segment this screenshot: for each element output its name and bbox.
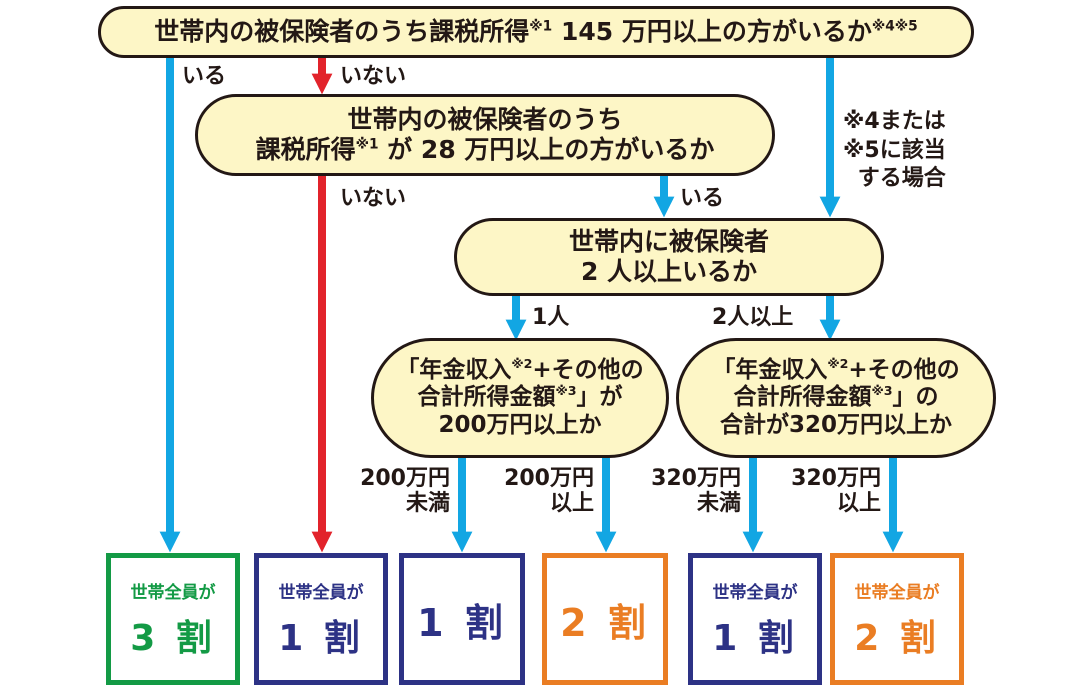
label-over-200: 200万円 以上 bbox=[500, 466, 594, 517]
result-box-1: 世帯全員が 3 割 bbox=[106, 553, 240, 685]
result-box-2: 世帯全員が 1 割 bbox=[254, 553, 388, 685]
q4-note-2: ※3 bbox=[555, 383, 577, 399]
q1-note-2: ※4※5 bbox=[871, 18, 918, 35]
question-node-5: 「年金収入※2+その他の 合計所得金額※3」の 合計が320万円以上か bbox=[676, 338, 996, 458]
label-under-200-amount: 200万円 bbox=[360, 466, 450, 491]
question-node-4: 「年金収入※2+その他の 合計所得金額※3」が 200万円以上か bbox=[371, 338, 669, 458]
label-iru-2: いる bbox=[680, 186, 725, 211]
q5-text-b: +その他の bbox=[848, 356, 960, 383]
label-two-plus: 2人以上 bbox=[712, 305, 794, 330]
question-node-3: 世帯内に被保険者 2 人以上いるか bbox=[454, 218, 884, 296]
q1-text-a: 世帯内の被保険者のうち課税所得 bbox=[154, 17, 530, 46]
result-6-top: 世帯全員が bbox=[854, 582, 940, 603]
q2-text-b: が 28 万円以上の方がいるか bbox=[378, 135, 715, 164]
label-under-200: 200万円 未満 bbox=[358, 466, 450, 517]
result-box-4: 2 割 bbox=[542, 553, 668, 685]
label-under-320-word: 未満 bbox=[696, 491, 741, 517]
result-3-big: 1 割 bbox=[417, 600, 507, 645]
result-2-big: 1 割 bbox=[278, 617, 364, 659]
q2-line-1: 世帯内の被保険者のうち bbox=[347, 105, 623, 134]
q3-line-2: 2 人以上いるか bbox=[580, 257, 758, 286]
q5-text-a: 「年金収入 bbox=[712, 356, 828, 383]
result-2-top: 世帯全員が bbox=[278, 582, 364, 603]
q1-note-1: ※1 bbox=[529, 18, 553, 35]
label-over-200-word: 以上 bbox=[549, 491, 594, 517]
note-line-1: ※4または bbox=[843, 109, 946, 134]
question-node-1: 世帯内の被保険者のうち課税所得※1 145 万円以上の方がいるか※4※5 bbox=[98, 6, 974, 58]
label-over-320-word: 以上 bbox=[836, 491, 881, 517]
label-note-condition: ※4または ※5に該当 する場合 bbox=[843, 108, 946, 194]
label-over-200-amount: 200万円 bbox=[504, 466, 594, 491]
q4-text-d: 」が bbox=[576, 384, 623, 411]
label-under-320: 320万円 未満 bbox=[645, 466, 741, 517]
result-5-top: 世帯全員が bbox=[712, 582, 798, 603]
label-over-320: 320万円 以上 bbox=[783, 466, 881, 517]
q5-text-d: 」の bbox=[892, 384, 939, 411]
q4-text-b: +その他の bbox=[532, 356, 644, 383]
label-inai-2: いない bbox=[340, 186, 407, 211]
label-over-320-amount: 320万円 bbox=[791, 466, 881, 491]
q2-text-a: 課税所得 bbox=[255, 135, 356, 164]
result-6-big: 2 割 bbox=[854, 617, 940, 659]
label-inai-1: いない bbox=[340, 64, 407, 89]
q4-text-c: 合計所得金額 bbox=[417, 384, 556, 411]
q3-line-1: 世帯内に被保険者 bbox=[568, 227, 769, 256]
note-line-2: ※5に該当 bbox=[843, 137, 946, 163]
result-box-5: 世帯全員が 1 割 bbox=[688, 553, 822, 685]
result-box-3: 1 割 bbox=[399, 553, 525, 685]
note-line-3: する場合 bbox=[857, 166, 946, 192]
label-one-person: 1人 bbox=[532, 305, 570, 330]
q5-line-3: 合計が320万円以上か bbox=[719, 411, 952, 438]
question-node-2: 世帯内の被保険者のうち 課税所得※1 が 28 万円以上の方がいるか bbox=[195, 94, 775, 176]
label-under-320-amount: 320万円 bbox=[651, 466, 741, 491]
label-under-200-word: 未満 bbox=[405, 491, 450, 517]
q5-note-1: ※2 bbox=[827, 355, 849, 371]
q2-note-1: ※1 bbox=[355, 136, 379, 153]
q5-note-2: ※3 bbox=[871, 383, 893, 399]
result-1-top: 世帯全員が bbox=[130, 582, 216, 603]
q1-text-b: 145 万円以上の方がいるか bbox=[552, 17, 872, 46]
q4-text-a: 「年金収入 bbox=[396, 356, 512, 383]
label-iru-1: いる bbox=[182, 64, 227, 89]
result-5-big: 1 割 bbox=[712, 617, 798, 659]
q5-text-c: 合計所得金額 bbox=[733, 384, 872, 411]
q4-note-1: ※2 bbox=[511, 355, 533, 371]
q4-line-3: 200万円以上か bbox=[438, 411, 602, 438]
result-1-big: 3 割 bbox=[130, 617, 216, 659]
result-box-6: 世帯全員が 2 割 bbox=[830, 553, 964, 685]
result-4-big: 2 割 bbox=[560, 600, 650, 645]
